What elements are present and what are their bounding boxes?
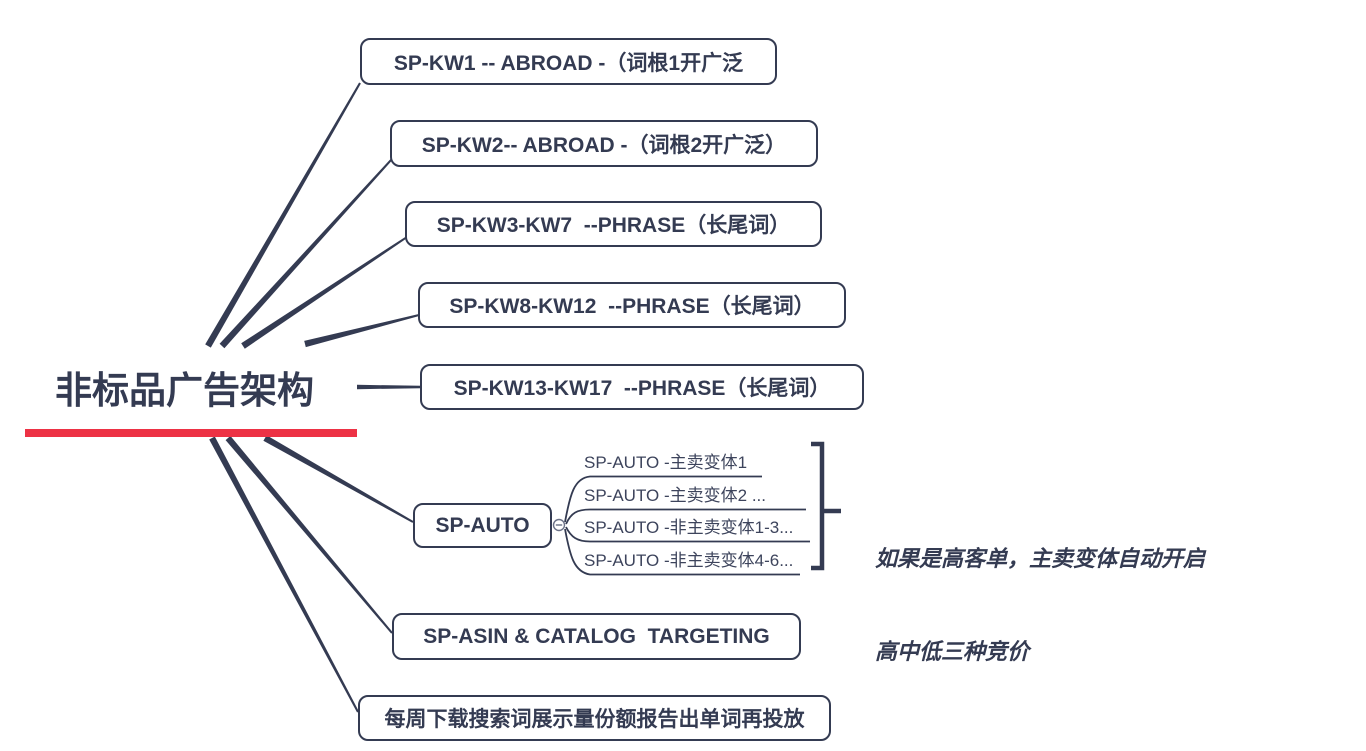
central-topic[interactable]: 非标品广告架构 <box>55 370 314 411</box>
summary-bracket <box>811 441 825 571</box>
child-connector <box>565 508 806 525</box>
branch-line <box>219 159 392 349</box>
branch-line <box>225 435 393 634</box>
branch-line <box>205 82 361 348</box>
topic-sp-kw2[interactable]: SP-KW2-- ABROAD -（词根2开广泛） <box>390 120 818 167</box>
subtopic-main-variant-2[interactable]: SP-AUTO -主卖变体2 ... <box>584 486 766 505</box>
summary-note-line1: 如果是高客单，主卖变体自动开启 <box>875 546 1206 571</box>
child-connector <box>564 528 800 576</box>
topic-sp-asin-catalog[interactable]: SP-ASIN & CATALOG TARGETING <box>392 613 801 660</box>
branch-line <box>357 384 421 390</box>
subtopic-non-main-variant-4-6[interactable]: SP-AUTO -非主卖变体4-6... <box>584 551 794 570</box>
summary-note-line2: 高中低三种竞价 <box>875 639 1030 664</box>
topic-sp-kw3-kw7[interactable]: SP-KW3-KW7 --PHRASE（长尾词） <box>405 201 822 247</box>
topic-weekly-search-term-report[interactable]: 每周下载搜索词展示量份额报告出单词再投放 <box>358 695 831 741</box>
branch-line <box>209 436 359 713</box>
collapse-minus-icon[interactable] <box>551 517 567 533</box>
central-topic-underline <box>25 429 357 437</box>
branch-line <box>263 435 414 523</box>
topic-sp-kw13-kw17[interactable]: SP-KW13-KW17 --PHRASE（长尾词） <box>420 364 864 410</box>
summary-note[interactable]: 如果是高客单，主卖变体自动开启 高中低三种竞价 <box>875 481 1205 729</box>
topic-sp-kw8-kw12[interactable]: SP-KW8-KW12 --PHRASE（长尾词） <box>418 282 846 328</box>
child-connector <box>564 475 762 523</box>
topic-sp-kw1[interactable]: SP-KW1 -- ABROAD -（词根1开广泛 <box>360 38 777 85</box>
child-connector <box>565 526 810 543</box>
topic-sp-auto[interactable]: SP-AUTO <box>413 503 552 548</box>
subtopic-non-main-variant-1-3[interactable]: SP-AUTO -非主卖变体1-3... <box>584 518 794 537</box>
branch-line <box>304 314 420 348</box>
branch-line <box>241 236 408 349</box>
subtopic-main-variant-1[interactable]: SP-AUTO -主卖变体1 <box>584 453 748 472</box>
